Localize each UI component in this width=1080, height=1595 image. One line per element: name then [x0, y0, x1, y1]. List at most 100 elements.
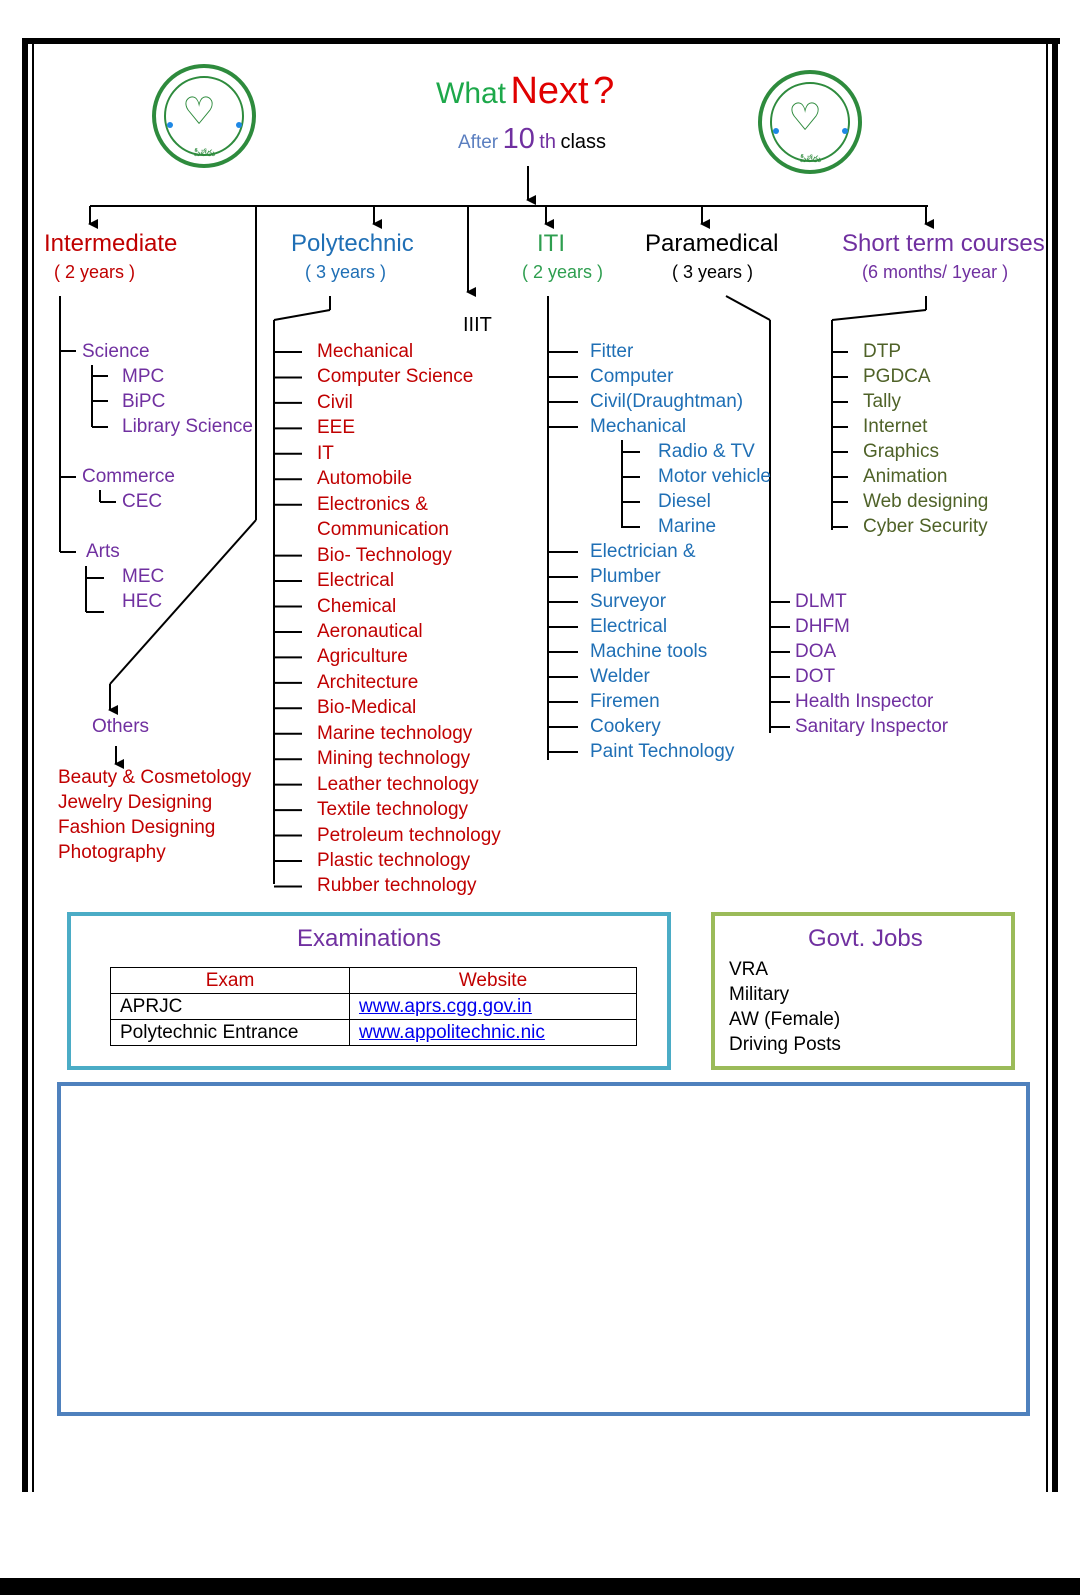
list-item: Military: [729, 984, 790, 1005]
list-item: Marine technology: [317, 722, 473, 744]
list-item: Health Inspector: [795, 691, 934, 712]
list-item: Surveyor: [590, 591, 667, 612]
list-item: Automobile: [317, 468, 413, 490]
stream-arts: Arts: [86, 541, 120, 562]
exam-name: Polytechnic Entrance: [110, 1019, 350, 1046]
category-paramedical: Paramedical: [645, 230, 779, 257]
list-item: Mechanical: [590, 416, 687, 437]
list-item: Computer: [590, 366, 674, 387]
column-header-website: Website: [349, 967, 637, 994]
list-item: Welder: [590, 666, 650, 687]
table-row: APRJC www.aprs.cgg.gov.in: [110, 993, 637, 1020]
list-item: Petroleum technology: [317, 824, 501, 846]
list-item: Fashion Designing: [58, 817, 216, 838]
subtitle-number: 10: [502, 123, 535, 155]
list-item: Agriculture: [317, 646, 408, 668]
page-frame-right: [1052, 38, 1058, 1492]
subtitle-class: class: [560, 131, 607, 153]
list-item: Photography: [58, 842, 166, 863]
category-iiit: IIIT: [463, 314, 492, 336]
list-item: Internet: [863, 416, 928, 437]
list-item: Civil: [317, 391, 353, 413]
list-item: Electrical: [317, 570, 395, 592]
title-question: ?: [593, 70, 615, 112]
list-item: Bio- Technology: [317, 544, 452, 566]
list-item: Communication: [317, 519, 449, 541]
seal-bottom-text: పీలేరు: [194, 148, 216, 158]
list-item: Driving Posts: [729, 1034, 841, 1055]
list-item: Machine tools: [590, 641, 708, 662]
website-link[interactable]: www.appolitechnic.nic: [359, 1021, 545, 1043]
iti-duration: ( 2 years ): [522, 262, 604, 282]
list-item: Leather technology: [317, 773, 479, 795]
polytechnic-duration: ( 3 years ): [305, 262, 387, 282]
examinations-title: Examinations: [297, 925, 442, 952]
list-item: IT: [317, 442, 334, 464]
list-item: BiPC: [122, 391, 166, 412]
stream-commerce: Commerce: [82, 466, 175, 487]
list-item: PGDCA: [863, 366, 931, 387]
list-item: DOA: [795, 641, 837, 662]
list-item: AW (Female): [729, 1009, 841, 1030]
page-subtitle: After 10 th class: [458, 122, 606, 161]
list-item: Library Science: [122, 416, 253, 437]
list-item: Graphics: [863, 441, 940, 462]
list-item: MPC: [122, 366, 165, 387]
list-item: Beauty & Cosmetology: [58, 767, 252, 788]
list-item: Marine: [658, 516, 717, 537]
list-item: Civil(Draughtman): [590, 391, 744, 412]
bottom-bar: [0, 1578, 1080, 1595]
notes-box: [57, 1082, 1030, 1416]
handshake-heart-icon: ♡: [182, 91, 217, 133]
list-item: Motor vehicle: [658, 466, 771, 487]
page-frame-right-inner: [1046, 44, 1048, 1492]
list-item: Rubber technology: [317, 875, 477, 897]
list-item: Mechanical: [317, 341, 414, 362]
list-item: Electrical: [590, 616, 668, 637]
category-iti: ITI: [537, 230, 565, 257]
list-item: CEC: [122, 491, 163, 512]
list-item: DOT: [795, 666, 836, 687]
list-item: Diesel: [658, 491, 711, 512]
list-item: DTP: [863, 341, 901, 362]
website-link[interactable]: www.aprs.cgg.gov.in: [359, 995, 532, 1017]
table-row: Polytechnic Entrance www.appolitechnic.n…: [110, 1019, 637, 1046]
title-next: Next: [510, 70, 589, 112]
intermediate-duration: ( 2 years ): [54, 262, 136, 282]
list-item: Cyber Security: [863, 516, 988, 537]
list-item: Electrician &: [590, 541, 696, 562]
list-item: Mining technology: [317, 748, 471, 770]
examinations-box: [67, 912, 671, 1070]
list-item: Cookery: [590, 716, 661, 737]
list-item: Jewelry Designing: [58, 792, 213, 813]
subtitle-th: th: [539, 131, 556, 153]
list-item: HEC: [122, 591, 163, 612]
list-item: Textile technology: [317, 799, 469, 821]
category-polytechnic: Polytechnic: [291, 230, 414, 257]
list-item: Fitter: [590, 341, 634, 362]
others-label: Others: [92, 716, 150, 737]
short-term-duration: (6 months/ 1year ): [862, 262, 1009, 282]
govt-jobs-title: Govt. Jobs: [808, 925, 923, 952]
handshake-heart-icon: ♡: [788, 97, 823, 139]
list-item: Architecture: [317, 671, 419, 693]
list-item: DHFM: [795, 616, 850, 637]
list-item: Sanitary Inspector: [795, 716, 949, 737]
list-item: MEC: [122, 566, 165, 587]
list-item: Aeronautical: [317, 620, 423, 642]
title-what: What: [436, 77, 507, 110]
govt-jobs-box: [711, 912, 1015, 1070]
paramedical-duration: ( 3 years ): [672, 262, 754, 282]
list-item: Paint Technology: [590, 741, 735, 762]
page-frame-left-inner: [32, 44, 34, 1492]
category-intermediate: Intermediate: [44, 230, 178, 257]
list-item: Bio-Medical: [317, 697, 417, 719]
stream-science: Science: [82, 341, 150, 362]
subtitle-after: After: [458, 132, 499, 153]
list-item: Radio & TV: [658, 441, 755, 462]
list-item: VRA: [729, 959, 769, 980]
list-item: Computer Science: [317, 366, 474, 388]
list-item: Web designing: [863, 491, 989, 512]
column-header-exam: Exam: [110, 967, 350, 994]
list-item: Electronics &: [317, 493, 428, 515]
